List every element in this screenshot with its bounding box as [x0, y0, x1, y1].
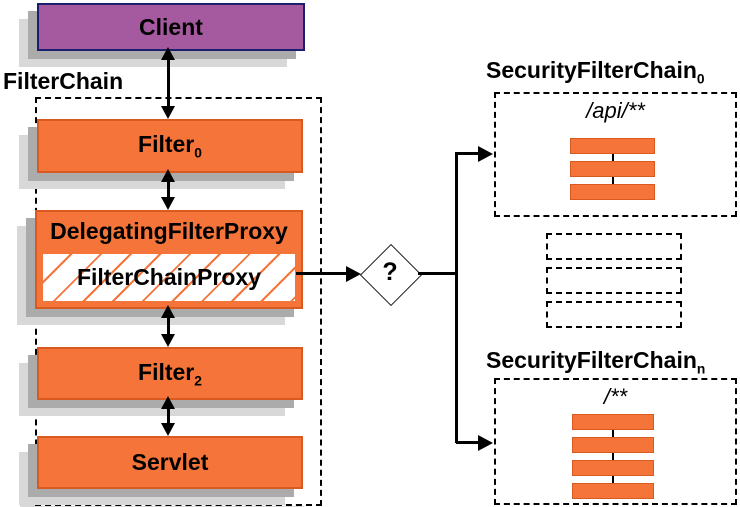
branch-top-line — [456, 152, 479, 155]
branch-bottom-line — [456, 441, 479, 444]
filter2-label: Filter2 — [138, 358, 202, 389]
client-label: Client — [139, 13, 203, 40]
security-filter-chain-0-title: SecurityFilterChain0 — [486, 57, 705, 87]
servlet-box: Servlet — [37, 436, 303, 489]
filter-bar — [572, 414, 654, 430]
client-filter0-arrow-icon — [160, 47, 176, 119]
placeholder-chain-box — [546, 301, 682, 328]
delegating-filter2-arrow-icon — [160, 305, 176, 347]
filter-bar — [570, 161, 655, 177]
security-filter-chain-n-title: SecurityFilterChainn — [486, 347, 706, 377]
filter0-box: Filter0 — [37, 119, 303, 173]
security-filter-chain-0-box: /api/** — [494, 92, 737, 217]
junction-vertical-line — [455, 152, 458, 443]
filter0-label: Filter0 — [138, 131, 202, 161]
security-filter-chain-n-box: /** — [494, 378, 737, 505]
fcp-to-diamond-line — [296, 272, 347, 275]
filter2-box: Filter2 — [37, 347, 303, 400]
placeholder-chain-box — [546, 233, 682, 260]
filter-bar — [570, 138, 655, 154]
fcp-to-diamond-arrowhead-icon — [346, 266, 361, 282]
filter-bar — [572, 437, 654, 453]
filter-chain-proxy-box: FilterChainProxy — [43, 254, 295, 301]
filter2-servlet-arrow-icon — [160, 396, 176, 436]
client-box: Client — [37, 3, 305, 51]
filter-bar — [570, 184, 655, 200]
filter-bar — [572, 460, 654, 476]
decision-label: ? — [382, 258, 398, 286]
placeholder-chain-box — [546, 267, 682, 294]
branch-bottom-arrowhead-icon — [478, 435, 493, 451]
security-filter-chain-0-filters — [570, 138, 655, 200]
filterchain-label: FilterChain — [3, 68, 124, 94]
branch-top-arrowhead-icon — [478, 146, 493, 162]
security-filter-chain-n-url-pattern: /** — [603, 384, 628, 409]
diamond-to-junction-line — [418, 272, 457, 275]
filter0-delegating-arrow-icon — [160, 169, 176, 210]
servlet-label: Servlet — [131, 449, 209, 475]
delegating-filter-proxy-label: DelegatingFilterProxy — [50, 218, 288, 244]
security-filter-chain-0-url-pattern: /api/** — [586, 98, 645, 123]
filter-chain-proxy-label: FilterChainProxy — [76, 264, 262, 290]
placeholder-chains — [546, 233, 682, 335]
delegating-filter-proxy-box: DelegatingFilterProxy FilterChainProxy — [35, 210, 303, 309]
filter-bar — [572, 483, 654, 499]
security-filter-chain-n-filters — [572, 414, 654, 499]
